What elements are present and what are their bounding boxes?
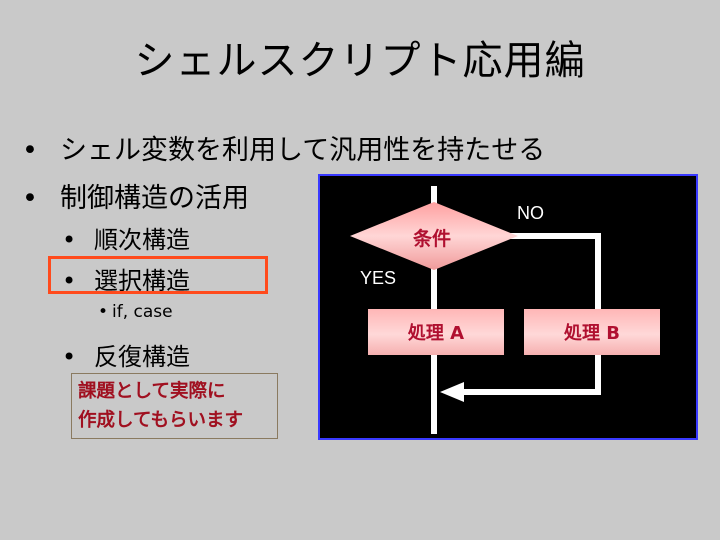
- return-arrow-icon: [440, 382, 464, 402]
- bullet-text: 順次構造: [94, 226, 190, 254]
- bullet-text: シェル変数を利用して汎用性を持たせる: [60, 135, 546, 166]
- sub-bullet-iteration: • 反復構造: [62, 337, 190, 372]
- assignment-note: 課題として実際に 作成してもらいます: [71, 373, 278, 439]
- bullet-marker: •: [98, 302, 109, 322]
- bullet-marker: •: [62, 343, 77, 371]
- sub-bullet-selection: • 選択構造: [62, 261, 190, 296]
- bullet-marker: •: [62, 267, 77, 295]
- yes-label: YES: [360, 268, 397, 288]
- sub-sub-bullet-if-case: •if, case: [98, 302, 173, 322]
- note-line: 課題として実際に: [78, 381, 226, 402]
- bullet-text: 反復構造: [94, 343, 190, 371]
- bullet-marker: •: [22, 135, 38, 166]
- flowchart-panel: 条件 NO YES 処理 A 処理 B: [318, 174, 698, 440]
- bullet-marker: •: [62, 226, 77, 254]
- process-b-box: 処理 B: [524, 309, 660, 355]
- no-label: NO: [517, 203, 544, 223]
- bullet-text: if, case: [112, 302, 173, 322]
- flowchart-lines: [350, 186, 601, 434]
- bullet-shell-variables: • シェル変数を利用して汎用性を持たせる: [22, 128, 545, 167]
- sub-bullet-sequential: • 順次構造: [62, 220, 190, 255]
- condition-label: 条件: [412, 228, 451, 250]
- bullet-text: 制御構造の活用: [60, 183, 249, 214]
- bullet-text: 選択構造: [94, 267, 190, 295]
- condition-diamond: [350, 202, 518, 270]
- bullet-marker: •: [22, 183, 38, 214]
- note-line: 作成してもらいます: [78, 410, 244, 431]
- slide-title: シェルスクリプト応用編: [134, 38, 586, 84]
- process-a-box: 処理 A: [368, 309, 504, 355]
- selection-highlight-box: [48, 256, 268, 294]
- bullet-control-structures: • 制御構造の活用: [22, 176, 249, 215]
